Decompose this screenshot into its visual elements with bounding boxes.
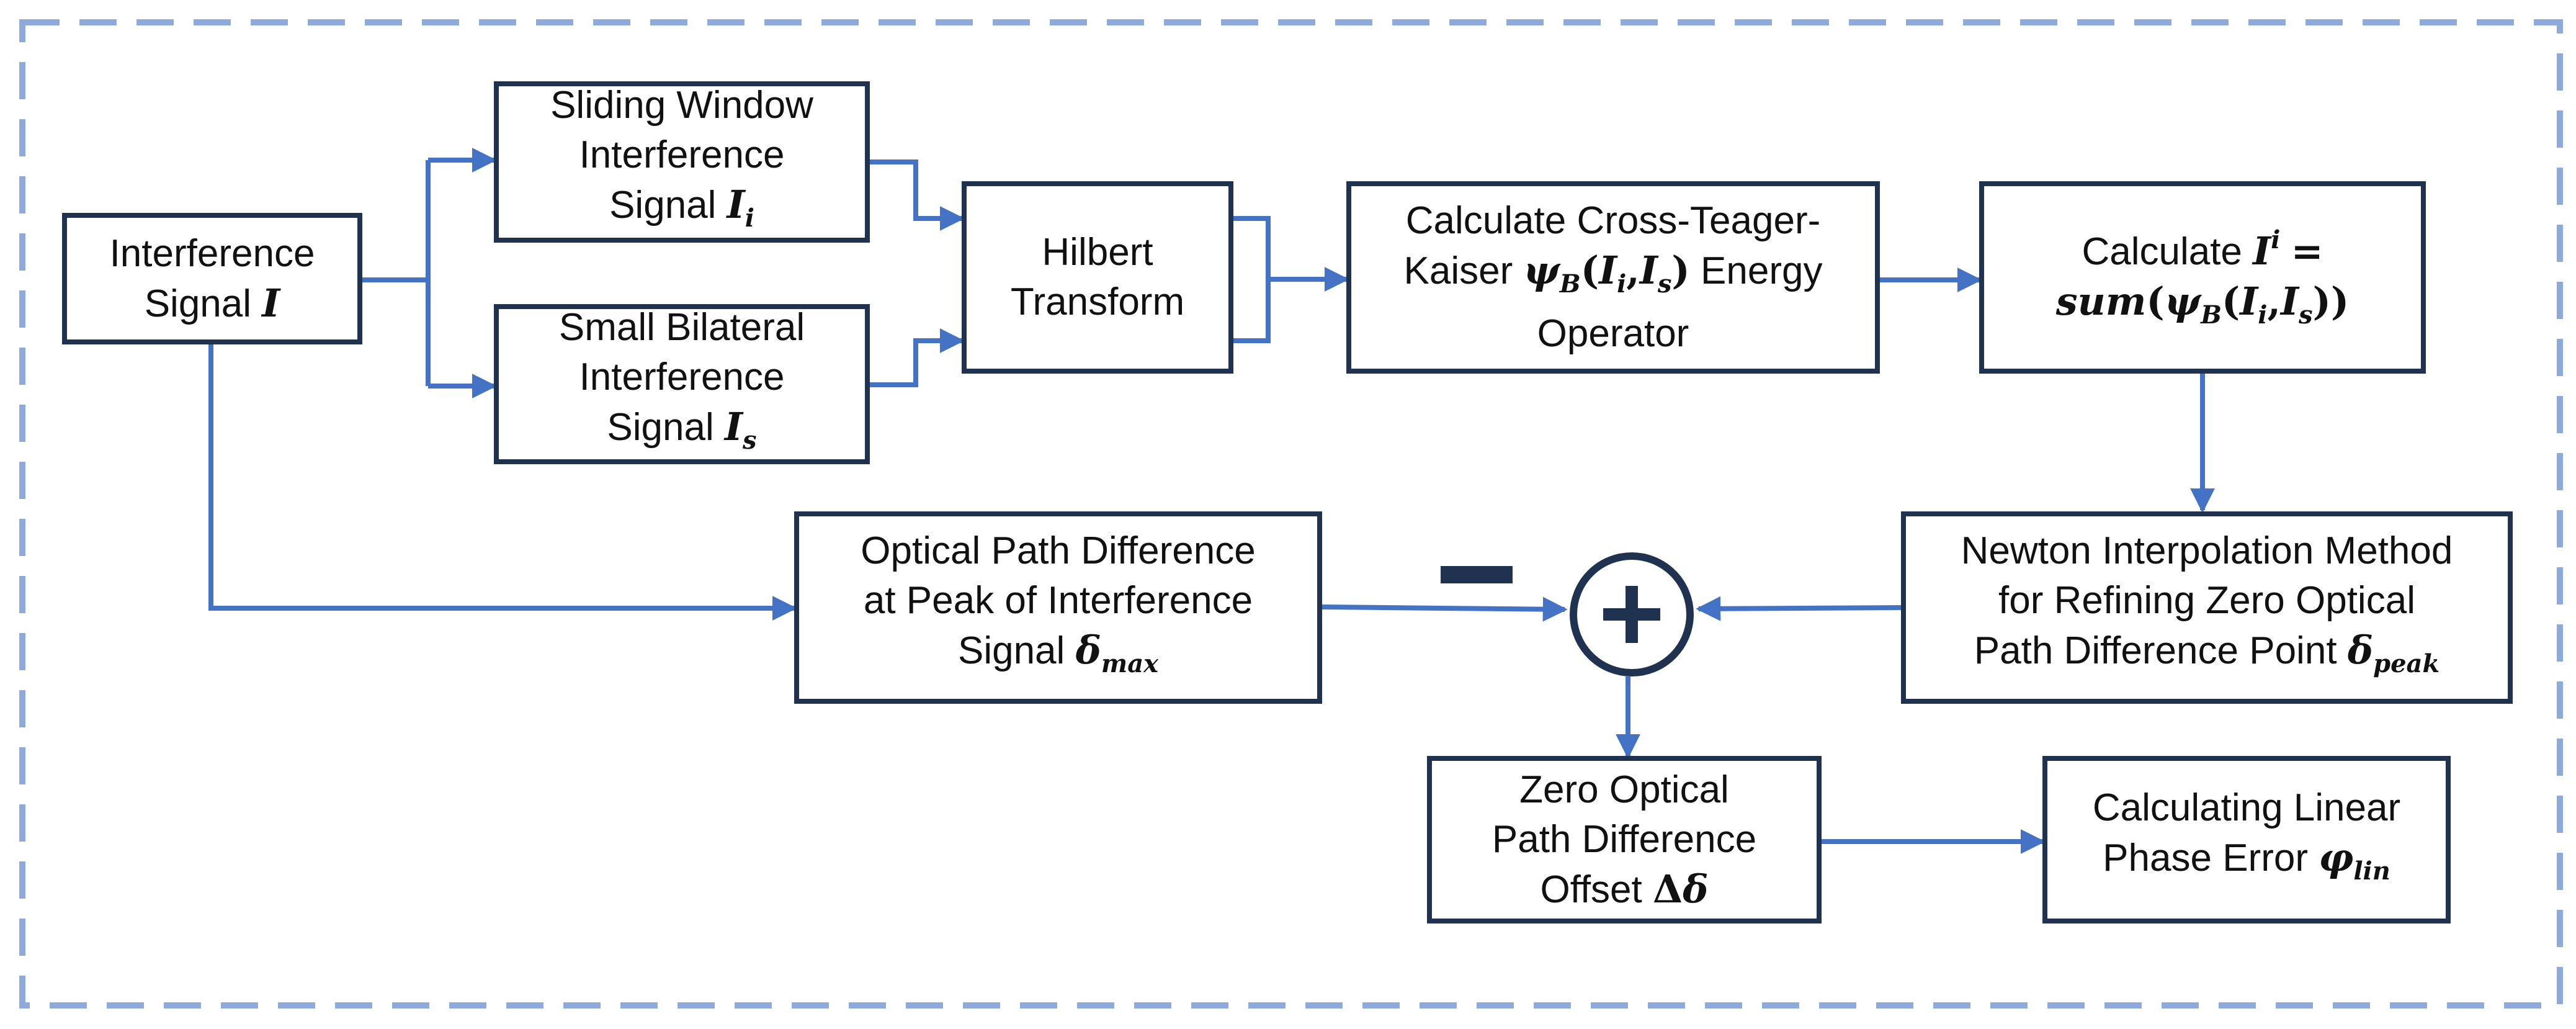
interference-symbol: I: [262, 280, 280, 326]
arrow-bilateral-to-hilbert: [870, 328, 965, 387]
hilbert-label-line2: Transform: [1010, 281, 1185, 323]
box-opd-peak: Optical Path Difference at Peak of Inter…: [794, 511, 1322, 704]
offset-label-line2: Path Difference: [1491, 817, 1757, 861]
calc-sum-arg2: I: [2281, 278, 2299, 324]
dashed-frame: [19, 19, 2563, 1009]
sliding-label-line1: Sliding Window: [550, 84, 813, 127]
teager-comma: ,: [1626, 248, 1640, 293]
teager-arg1-subscript: i: [1617, 269, 1627, 299]
sliding-label-line2: Interference: [579, 133, 785, 176]
teager-label-line3: Operator: [1537, 312, 1689, 355]
box-cross-teager-kaiser: Calculate Cross-Teager- Kaiser ψB(Ii,Is)…: [1346, 181, 1880, 374]
box-sliding-window: Sliding Window Interference Signal Ii: [494, 81, 870, 243]
newton-delta-symbol: δ: [2347, 627, 2374, 673]
teager-paren-close: ): [1671, 248, 1690, 293]
opd-delta-symbol: δ: [1075, 627, 1101, 673]
calc-sum-arg1-subscript: i: [2258, 300, 2268, 330]
teager-label-kaiser: Kaiser: [1403, 249, 1513, 292]
offset-capital-delta: Δ: [1653, 866, 1683, 912]
teager-psi-symbol: ψ: [1523, 248, 1560, 293]
calc-sum-superscript: i: [2271, 225, 2281, 254]
calc-sum-paren-open: (: [2146, 278, 2165, 324]
calc-sum-psi: ψ: [2164, 278, 2201, 324]
phase-label-line2: Phase Error: [2103, 837, 2308, 879]
calc-sum-symbol: I: [2253, 228, 2271, 274]
opd-delta-subscript: max: [1101, 649, 1159, 678]
calc-sum-psi-subscript: B: [2201, 300, 2222, 330]
box-zero-opd-offset: Zero Optical Path Difference Offset Δδ: [1427, 756, 1822, 923]
teager-label-energy: Energy: [1701, 249, 1823, 292]
calc-sum-paren-close: )): [2312, 278, 2350, 324]
connector-hilbert-out: [1233, 216, 1271, 343]
opd-label-line1: Optical Path Difference: [861, 529, 1256, 572]
arrow-sliding-to-hilbert: [870, 160, 965, 231]
box-interference-signal: Interference Signal I: [62, 213, 362, 344]
arrow-opd-to-sum: [1322, 596, 1568, 622]
calc-sum-equals: =: [2291, 228, 2323, 274]
teager-arg1: I: [1599, 248, 1617, 293]
box-linear-phase-error: Calculating Linear Phase Error φlin: [2042, 756, 2451, 923]
teager-arg2: I: [1639, 248, 1658, 293]
interference-label-line1: Interference: [109, 231, 315, 275]
arrow-interference-to-opd: [208, 343, 797, 621]
calc-sum-arg1: I: [2240, 278, 2258, 324]
bilateral-symbol-subscript: s: [743, 426, 757, 455]
sliding-symbol-subscript: i: [745, 204, 754, 233]
summing-junction: [1570, 552, 1694, 676]
newton-delta-subscript: peak: [2373, 649, 2440, 678]
newton-label-line1: Newton Interpolation Method: [1961, 529, 2453, 572]
calc-sum-function: sum: [2055, 278, 2147, 324]
phase-label-line1: Calculating Linear: [2092, 786, 2401, 829]
bilateral-symbol: I: [725, 404, 743, 449]
opd-label-line3: Signal: [957, 629, 1065, 672]
offset-label-line3: Offset: [1540, 868, 1642, 911]
offset-label-line1: Zero Optical: [1519, 768, 1729, 811]
newton-label-line3: Path Difference Point: [1974, 629, 2337, 672]
bilateral-label-line1: Small Bilateral: [558, 306, 805, 349]
box-newton-interpolation: Newton Interpolation Method for Refining…: [1901, 511, 2513, 704]
phase-phi-subscript: lin: [2353, 856, 2390, 886]
box-small-bilateral: Small Bilateral Interference Signal Is: [494, 304, 870, 464]
phase-phi-symbol: φ: [2319, 835, 2354, 880]
bilateral-label-line2: Interference: [579, 356, 785, 398]
calc-sum-arg2-subscript: s: [2299, 300, 2313, 330]
box-hilbert-transform: Hilbert Transform: [962, 181, 1233, 374]
sliding-label-line3: Signal: [609, 184, 717, 227]
interference-label-line2: Signal: [144, 282, 252, 325]
teager-paren-open: (: [1580, 248, 1599, 293]
calc-sum-comma: ,: [2267, 278, 2281, 324]
calc-sum-args-open: (: [2221, 278, 2240, 324]
offset-delta-symbol: δ: [1683, 866, 1709, 912]
hilbert-label-line1: Hilbert: [1042, 231, 1153, 274]
sliding-symbol: I: [727, 182, 745, 227]
calc-sum-label: Calculate: [2082, 230, 2242, 273]
teager-arg2-subscript: s: [1657, 269, 1672, 299]
bilateral-label-line3: Signal: [607, 406, 714, 449]
box-calculate-sum: Calculate Ii = sum(ψB(Ii,Is)): [1979, 181, 2426, 374]
plus-sign-icon: [1603, 586, 1660, 643]
newton-label-line2: for Refining Zero Optical: [1998, 579, 2415, 622]
teager-psi-subscript: B: [1559, 269, 1581, 299]
minus-sign-icon: [1441, 566, 1513, 583]
opd-label-line2: at Peak of Interference: [863, 579, 1253, 622]
arrow-newton-to-sum: [1696, 596, 1902, 621]
teager-label-line1: Calculate Cross-Teager-: [1405, 199, 1821, 242]
connector-split: [362, 160, 431, 386]
